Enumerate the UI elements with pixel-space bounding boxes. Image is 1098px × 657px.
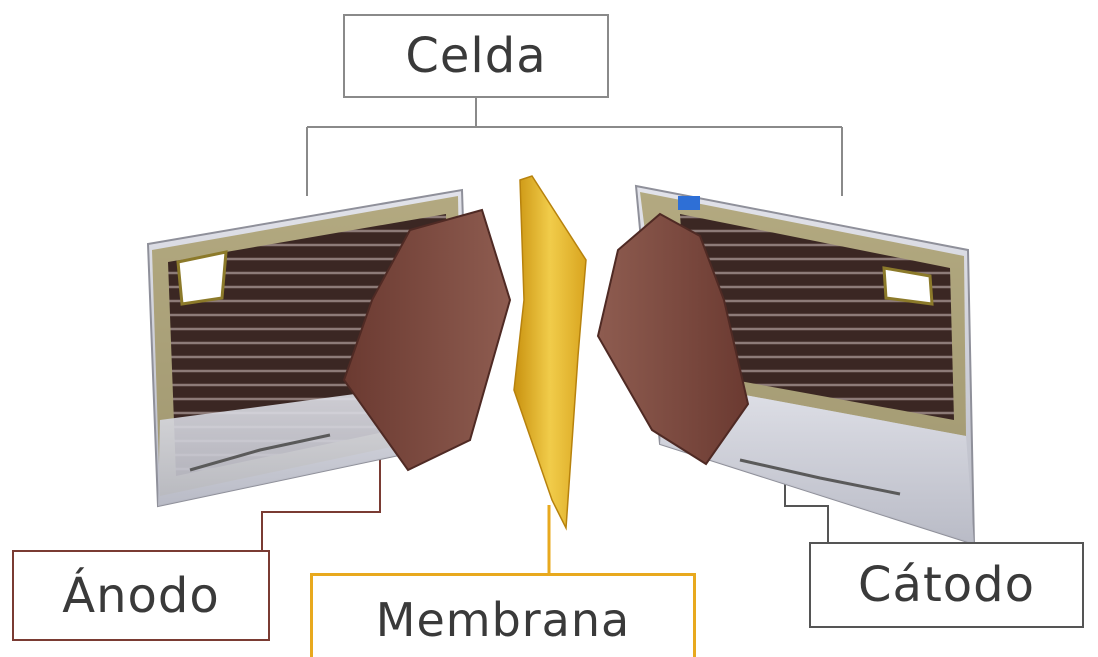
membrane [514,176,586,528]
celda-bracket [307,98,842,196]
membrana-text: Membrana [376,593,630,647]
anodo-label: Ánodo [12,550,270,641]
catodo-text: Cátodo [858,557,1035,613]
catodo-label: Cátodo [809,542,1084,628]
membrana-label: Membrana [310,573,696,657]
celda-label: Celda [343,14,609,98]
anodo-text: Ánodo [62,568,219,624]
celda-text: Celda [405,28,546,84]
